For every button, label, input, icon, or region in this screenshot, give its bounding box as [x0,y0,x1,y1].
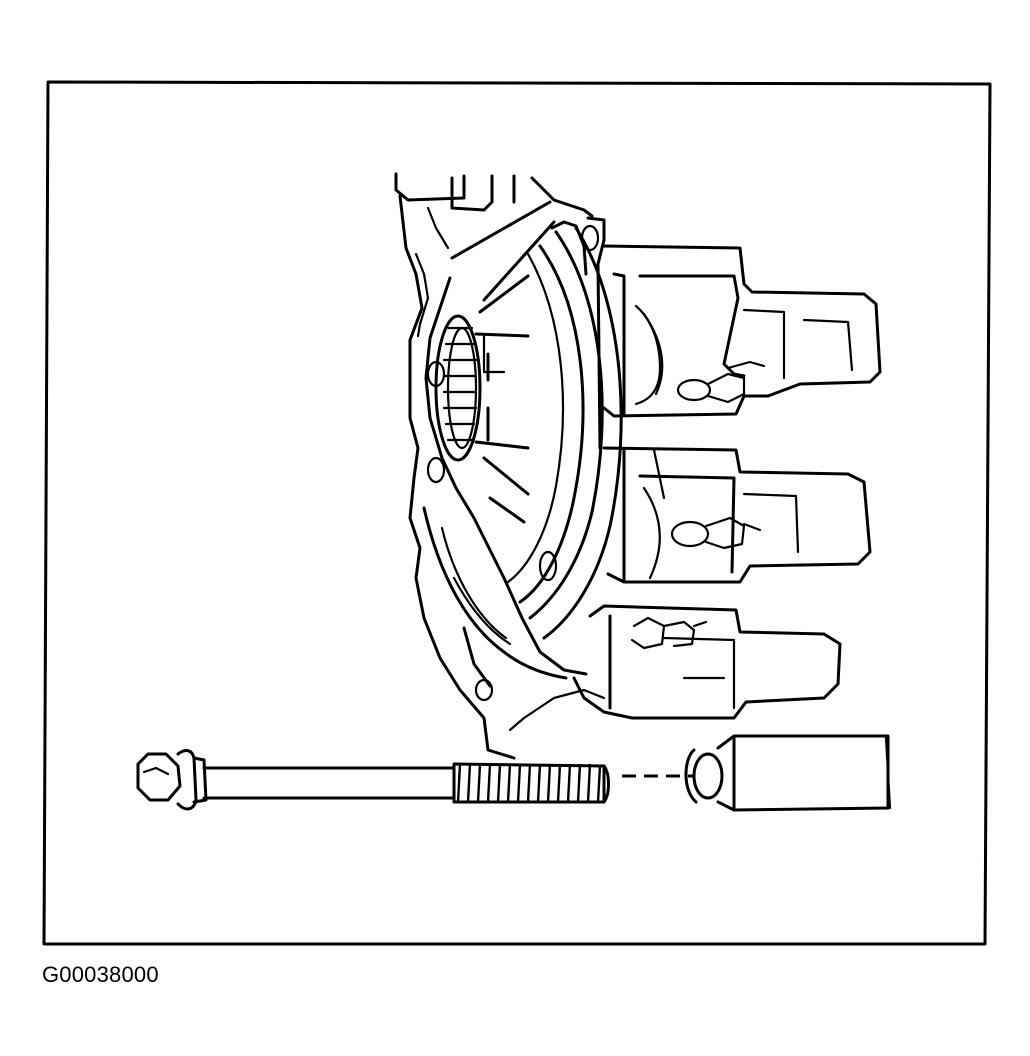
bolt [136,749,610,811]
figure-frame [42,78,992,948]
figure-id-label: G00038000 [42,962,159,987]
frame-border [42,80,992,946]
housing-assembly [394,172,892,812]
exploded-view-illustration [42,80,992,946]
bolt-threads [456,763,602,803]
